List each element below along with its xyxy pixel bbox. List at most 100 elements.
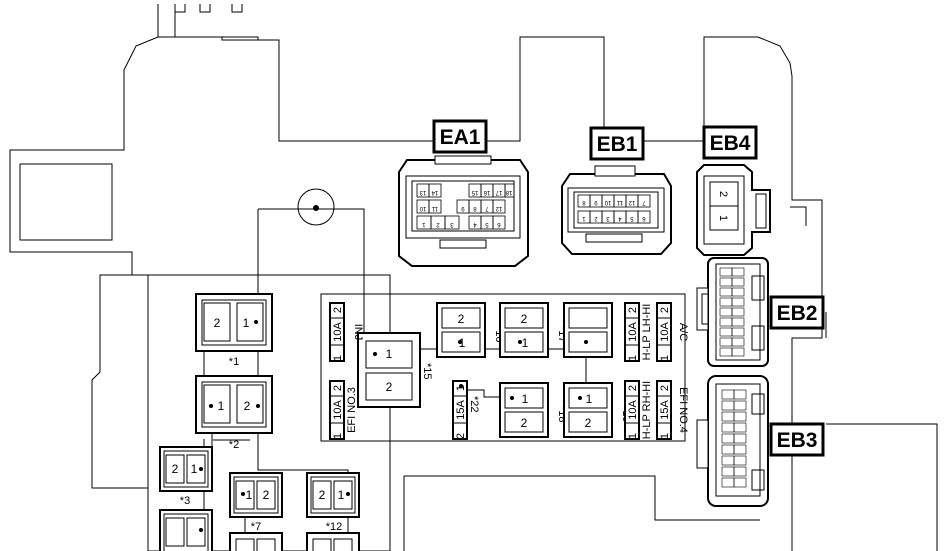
svg-text:2: 2 (244, 399, 251, 413)
svg-text:4: 4 (473, 221, 477, 227)
eb1-pin-labels: 8 9 10 11 12 7 1 2 3 4 5 6 (582, 199, 646, 221)
svg-text:15A: 15A (455, 400, 467, 420)
svg-text:1: 1 (522, 336, 529, 350)
svg-text:3: 3 (450, 221, 454, 227)
svg-text:2: 2 (521, 416, 528, 430)
svg-text:2: 2 (458, 312, 465, 326)
eb2-label: EB2 (769, 295, 825, 330)
svg-text:10: 10 (419, 205, 426, 211)
svg-text:2: 2 (436, 221, 440, 227)
svg-text:EB3: EB3 (777, 429, 818, 452)
svg-text:2: 2 (455, 433, 467, 439)
svg-text:16: 16 (483, 189, 490, 195)
fuse-efi-no4: 1 15A 2 EFI NO.4 (656, 380, 689, 440)
svg-text:2: 2 (332, 385, 344, 391)
eb4-label: EB4 (702, 125, 758, 160)
svg-text:10A: 10A (332, 400, 344, 420)
svg-text:13: 13 (419, 189, 426, 195)
svg-text:18: 18 (505, 189, 512, 195)
relay-22-label: *22 (468, 396, 480, 413)
svg-text:10: 10 (604, 199, 611, 205)
svg-text:1: 1 (659, 355, 671, 361)
fuse-h-lp-rh-hi: 1 10A 2 H-LP RH-HI (624, 380, 653, 440)
svg-text:H-LP RH-HI: H-LP RH-HI (641, 381, 653, 439)
relay-19: 1 2 *19 (563, 382, 632, 438)
relay-lower-left (159, 509, 213, 551)
svg-text:1: 1 (332, 355, 344, 361)
svg-text:1: 1 (243, 316, 250, 330)
svg-text:2: 2 (386, 380, 393, 394)
svg-text:EB2: EB2 (777, 302, 818, 325)
svg-text:2: 2 (659, 307, 671, 313)
svg-text:EB4: EB4 (710, 132, 751, 155)
relay-17: 2 1 *17 (499, 302, 568, 358)
lower-panel (147, 274, 391, 551)
svg-text:2: 2 (585, 416, 592, 430)
ea1-pin-labels: 13 14 15 16 17 18 10 11 9 8 7 12 1 2 3 4… (419, 189, 512, 227)
relay-3: 2 1 *3 (159, 446, 213, 507)
svg-text:2: 2 (263, 488, 270, 502)
housing-outline (9, 4, 938, 551)
svg-text:14: 14 (431, 189, 438, 195)
svg-text:1: 1 (459, 336, 466, 350)
ea1-label: EA1 (432, 119, 488, 154)
ground-bolt (297, 188, 335, 226)
svg-text:1: 1 (582, 215, 586, 221)
svg-text:5: 5 (630, 215, 634, 221)
svg-text:1: 1 (627, 433, 639, 439)
eb3-connector (696, 375, 769, 507)
relay-unmarked (563, 302, 613, 358)
fuse-h-lp-lh-hi: 1 10A 2 H-LP LH-HI (624, 302, 653, 362)
svg-text:4: 4 (618, 215, 622, 221)
svg-text:A/C: A/C (677, 323, 689, 341)
relay-18: 1 2 *18 (499, 382, 568, 438)
svg-text:11: 11 (431, 205, 438, 211)
svg-text:11: 11 (616, 199, 623, 205)
svg-text:10A: 10A (627, 322, 639, 342)
svg-text:17: 17 (495, 189, 502, 195)
svg-text:2: 2 (214, 316, 221, 330)
eb3-label: EB3 (769, 422, 825, 457)
svg-text:9: 9 (461, 205, 465, 211)
svg-text:8: 8 (582, 199, 586, 205)
svg-text:7: 7 (642, 199, 646, 205)
svg-text:2: 2 (627, 307, 639, 313)
svg-text:6: 6 (642, 215, 646, 221)
svg-text:1: 1 (191, 462, 198, 476)
ea1-pin-grid (416, 183, 515, 230)
relay-1-label: *1 (229, 356, 239, 368)
relay-7-label: *7 (251, 521, 261, 533)
svg-text:2: 2 (319, 488, 326, 502)
svg-text:10A: 10A (332, 322, 344, 342)
svg-text:10A: 10A (659, 322, 671, 342)
svg-text:EFI NO.4: EFI NO.4 (677, 387, 689, 433)
svg-text:7: 7 (485, 205, 489, 211)
svg-text:1: 1 (422, 221, 426, 227)
svg-text:8: 8 (473, 205, 477, 211)
relay-panel (320, 293, 686, 442)
relay-15: 1 2 *15 (357, 332, 433, 408)
relay-1: 2 1 *1 (195, 293, 273, 368)
relay-15-label: *15 (421, 363, 433, 380)
svg-text:6: 6 (497, 221, 501, 227)
svg-text:INJ: INJ (352, 324, 364, 341)
relay-12-label: *12 (326, 521, 343, 533)
relay-3-label: *3 (180, 495, 190, 507)
svg-text:1: 1 (332, 433, 344, 439)
svg-text:1: 1 (659, 433, 671, 439)
svg-text:1: 1 (522, 392, 529, 406)
svg-text:12: 12 (628, 199, 635, 205)
relay-12: 2 1 *12 (306, 472, 360, 533)
svg-text:2: 2 (172, 462, 179, 476)
svg-text:15: 15 (471, 189, 478, 195)
svg-text:1: 1 (717, 215, 729, 221)
svg-text:2: 2 (717, 191, 729, 197)
svg-text:EB1: EB1 (597, 133, 638, 156)
eb2-connector (696, 257, 769, 367)
relay-2: 1 2 *2 (195, 375, 273, 451)
svg-text:2: 2 (521, 312, 528, 326)
relay-2-label: *2 (229, 439, 239, 451)
svg-text:1: 1 (338, 488, 345, 502)
svg-text:10A: 10A (627, 400, 639, 420)
